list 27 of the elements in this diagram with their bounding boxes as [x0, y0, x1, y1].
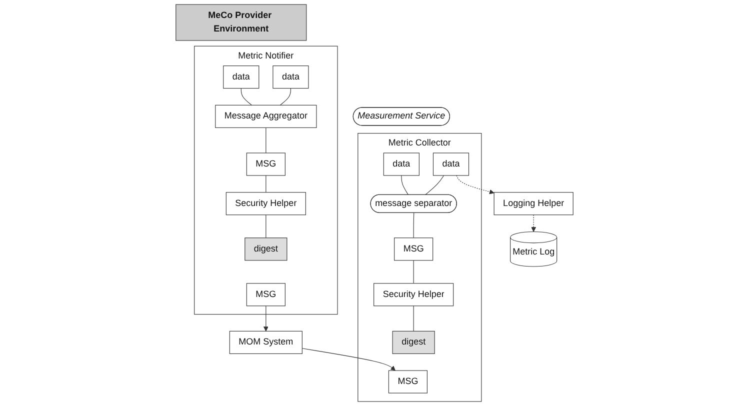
- node-box: digest: [392, 330, 435, 354]
- arrow: [531, 214, 536, 232]
- connector: [401, 175, 409, 196]
- node-box: MSG: [394, 238, 434, 261]
- connector: [424, 175, 444, 196]
- node-box: MSG: [388, 370, 428, 394]
- node-box: MSG: [246, 152, 286, 176]
- connector: [413, 306, 414, 332]
- node-box: data: [223, 66, 260, 89]
- connector: [413, 260, 414, 284]
- arrow: [456, 175, 494, 194]
- node-box: Security Helper: [226, 192, 306, 216]
- node-box: MOM System: [229, 330, 302, 354]
- node-box: MeCo Provider Environment: [176, 4, 307, 41]
- connector: [240, 88, 252, 106]
- connector: [413, 212, 414, 238]
- connector: [280, 88, 291, 106]
- node-box: data: [432, 152, 470, 176]
- node-box: Security Helper: [374, 283, 454, 306]
- node-box: data: [383, 152, 420, 176]
- node-box: MSG: [246, 283, 286, 306]
- node-box: Logging Helper: [494, 192, 574, 216]
- arrow: [263, 306, 268, 332]
- node-box: digest: [244, 238, 288, 261]
- arrow: [302, 348, 396, 371]
- node-box: data: [272, 66, 309, 89]
- node-box: Message Aggregator: [215, 104, 317, 128]
